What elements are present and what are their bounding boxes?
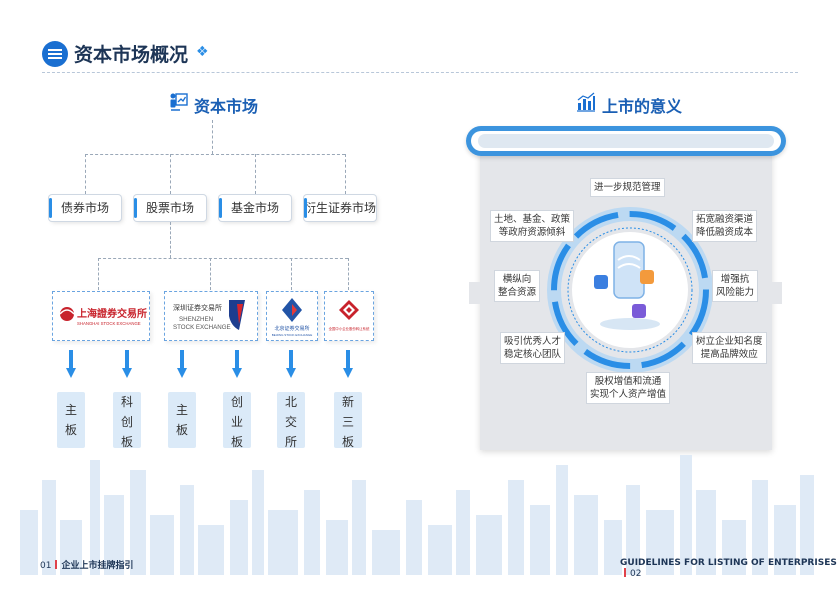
footer-right: GUIDELINES FOR LISTING OF ENTERPRISES02 — [620, 558, 840, 579]
footer-left: 01 企业上市挂牌指引 — [40, 558, 133, 571]
benefit-line: 土地、基金、政策 — [494, 214, 571, 225]
bse-name-cn: 北京证券交易所 — [274, 325, 309, 332]
board-main-szse: 主 板 — [168, 392, 196, 448]
connector — [170, 222, 171, 258]
benefit-line: 提高品牌效应 — [700, 349, 758, 360]
sse-name-cn: 上海證券交易所 — [77, 307, 147, 320]
market-fund: 基金市场 — [219, 195, 291, 221]
neeq-name: 全国中小企业股份转让系统 — [329, 326, 370, 331]
connector — [85, 154, 345, 155]
board-char: 新 — [341, 395, 354, 409]
title-divider — [42, 72, 798, 73]
benefit-government-resources: 土地、基金、政策等政府资源倾斜 — [490, 210, 575, 242]
neeq-logo: 全国中小企业股份转让系统 — [324, 291, 374, 341]
market-bond: 债券市场 — [49, 195, 121, 221]
market-stock: 股票市场 — [134, 195, 206, 221]
page-number-right: 02 — [630, 569, 642, 579]
board-char: 交 — [284, 415, 297, 429]
board-char: 板 — [64, 423, 77, 437]
connector — [345, 154, 346, 194]
benefit-line: 拓宽融资渠道 — [696, 214, 754, 225]
board-star-market: 科 创 板 — [113, 392, 141, 449]
benefit-financing: 拓宽融资渠道降低融资成本 — [692, 210, 758, 242]
board-char: 板 — [120, 435, 133, 449]
benefit-line: 稳定核心团队 — [504, 349, 562, 360]
capital-market-heading: 资本市场 — [194, 97, 259, 116]
page-number-left: 01 — [40, 561, 52, 571]
benefit-equity-appreciation: 股权增值和流通实现个人资产增值 — [586, 372, 671, 404]
connector — [98, 258, 99, 290]
down-arrow-icon — [232, 350, 242, 378]
panel-left-tab — [469, 282, 481, 304]
footer-right-title: GUIDELINES FOR LISTING OF ENTERPRISES — [620, 558, 837, 568]
listing-ring-diagram — [547, 207, 713, 373]
board-char: 板 — [341, 435, 354, 449]
benefit-line: 股权增值和流通 — [594, 376, 662, 387]
sse-name-en: SHANGHAI STOCK EXCHANGE — [77, 321, 141, 326]
benefit-line: 实现个人资产增值 — [590, 389, 667, 400]
board-neeq: 新 三 板 — [334, 392, 362, 449]
benefit-line: 吸引优秀人才 — [504, 336, 562, 347]
benefit-line: 降低融资成本 — [696, 227, 754, 238]
board-char: 创 — [230, 395, 243, 409]
bse-logo: 北京证券交易所 BEIJING STOCK EXCHANGE — [266, 291, 318, 341]
down-arrow-icon — [286, 350, 296, 378]
board-char: 业 — [230, 415, 243, 429]
down-arrow-icon — [177, 350, 187, 378]
title-decoration-icon: ❖ — [196, 44, 209, 60]
board-char: 主 — [64, 403, 77, 417]
down-arrow-icon — [343, 350, 353, 378]
footer-divider — [55, 560, 58, 569]
board-char: 三 — [341, 415, 354, 429]
board-char: 创 — [120, 415, 133, 429]
benefit-brand: 树立企业知名度提高品牌效应 — [692, 332, 767, 364]
scroll-roller — [466, 126, 786, 156]
board-char: 北 — [284, 395, 297, 409]
panel-right-tab — [770, 282, 782, 304]
footer-left-title: 企业上市挂牌指引 — [61, 561, 134, 571]
listing-significance-heading: 上市的意义 — [602, 97, 683, 116]
connector — [348, 258, 349, 290]
footer-divider — [624, 568, 626, 577]
board-char: 板 — [175, 423, 188, 437]
benefit-line: 进一步规范管理 — [594, 182, 661, 193]
benefit-line: 整合资源 — [498, 287, 537, 298]
page-title: 资本市场概况 — [74, 44, 189, 66]
benefit-talent: 吸引优秀人才稳定核心团队 — [500, 332, 566, 364]
connector — [170, 154, 171, 194]
benefit-risk-resistance: 增强抗风险能力 — [712, 270, 759, 302]
board-bse: 北 交 所 — [277, 392, 305, 449]
section-title-icon — [42, 41, 68, 67]
connector — [98, 258, 348, 259]
benefit-line: 树立企业知名度 — [696, 336, 763, 347]
connector — [210, 258, 211, 290]
sse-logo: 上海證券交易所 SHANGHAI STOCK EXCHANGE — [52, 291, 150, 341]
benefit-standardize-management: 进一步规范管理 — [590, 178, 665, 197]
board-char: 科 — [120, 395, 133, 409]
connector — [291, 258, 292, 290]
bse-name-en: BEIJING STOCK EXCHANGE — [272, 333, 312, 337]
board-chinext: 创 业 板 — [223, 392, 251, 449]
benefit-line: 增强抗 — [720, 274, 750, 285]
presentation-icon — [170, 93, 188, 111]
benefit-line: 横纵向 — [502, 274, 532, 285]
connector — [212, 120, 213, 154]
szse-name-cn: 深圳证券交易所 — [173, 303, 222, 312]
board-main-sse: 主 板 — [57, 392, 85, 448]
city-skyline-illustration — [20, 455, 814, 575]
down-arrow-icon — [66, 350, 76, 378]
connector — [85, 154, 86, 194]
benefit-resource-integration: 横纵向整合资源 — [494, 270, 541, 302]
benefit-line: 风险能力 — [716, 287, 755, 298]
benefit-line: 等政府资源倾斜 — [498, 227, 566, 238]
down-arrow-icon — [122, 350, 132, 378]
market-derivatives: 衍生证券市场 — [304, 195, 376, 221]
board-char: 板 — [230, 435, 243, 449]
bar-chart-icon — [577, 92, 595, 112]
board-char: 主 — [175, 403, 188, 417]
connector — [255, 154, 256, 194]
board-char: 所 — [284, 435, 297, 449]
